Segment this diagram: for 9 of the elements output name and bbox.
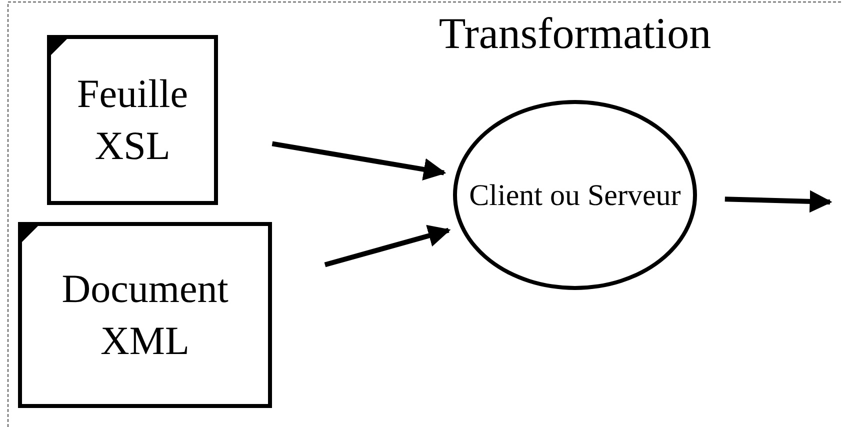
node-label: Feuille XSL — [76, 70, 190, 170]
arrow — [272, 141, 446, 180]
heading-label: Transformation — [438, 12, 712, 56]
arrow — [724, 190, 832, 213]
document-box — [47, 35, 218, 205]
arrow — [324, 224, 451, 268]
node-label: Document XML — [60, 265, 230, 365]
node-label: Client ou Serveur — [468, 178, 682, 214]
document-box — [18, 222, 272, 408]
